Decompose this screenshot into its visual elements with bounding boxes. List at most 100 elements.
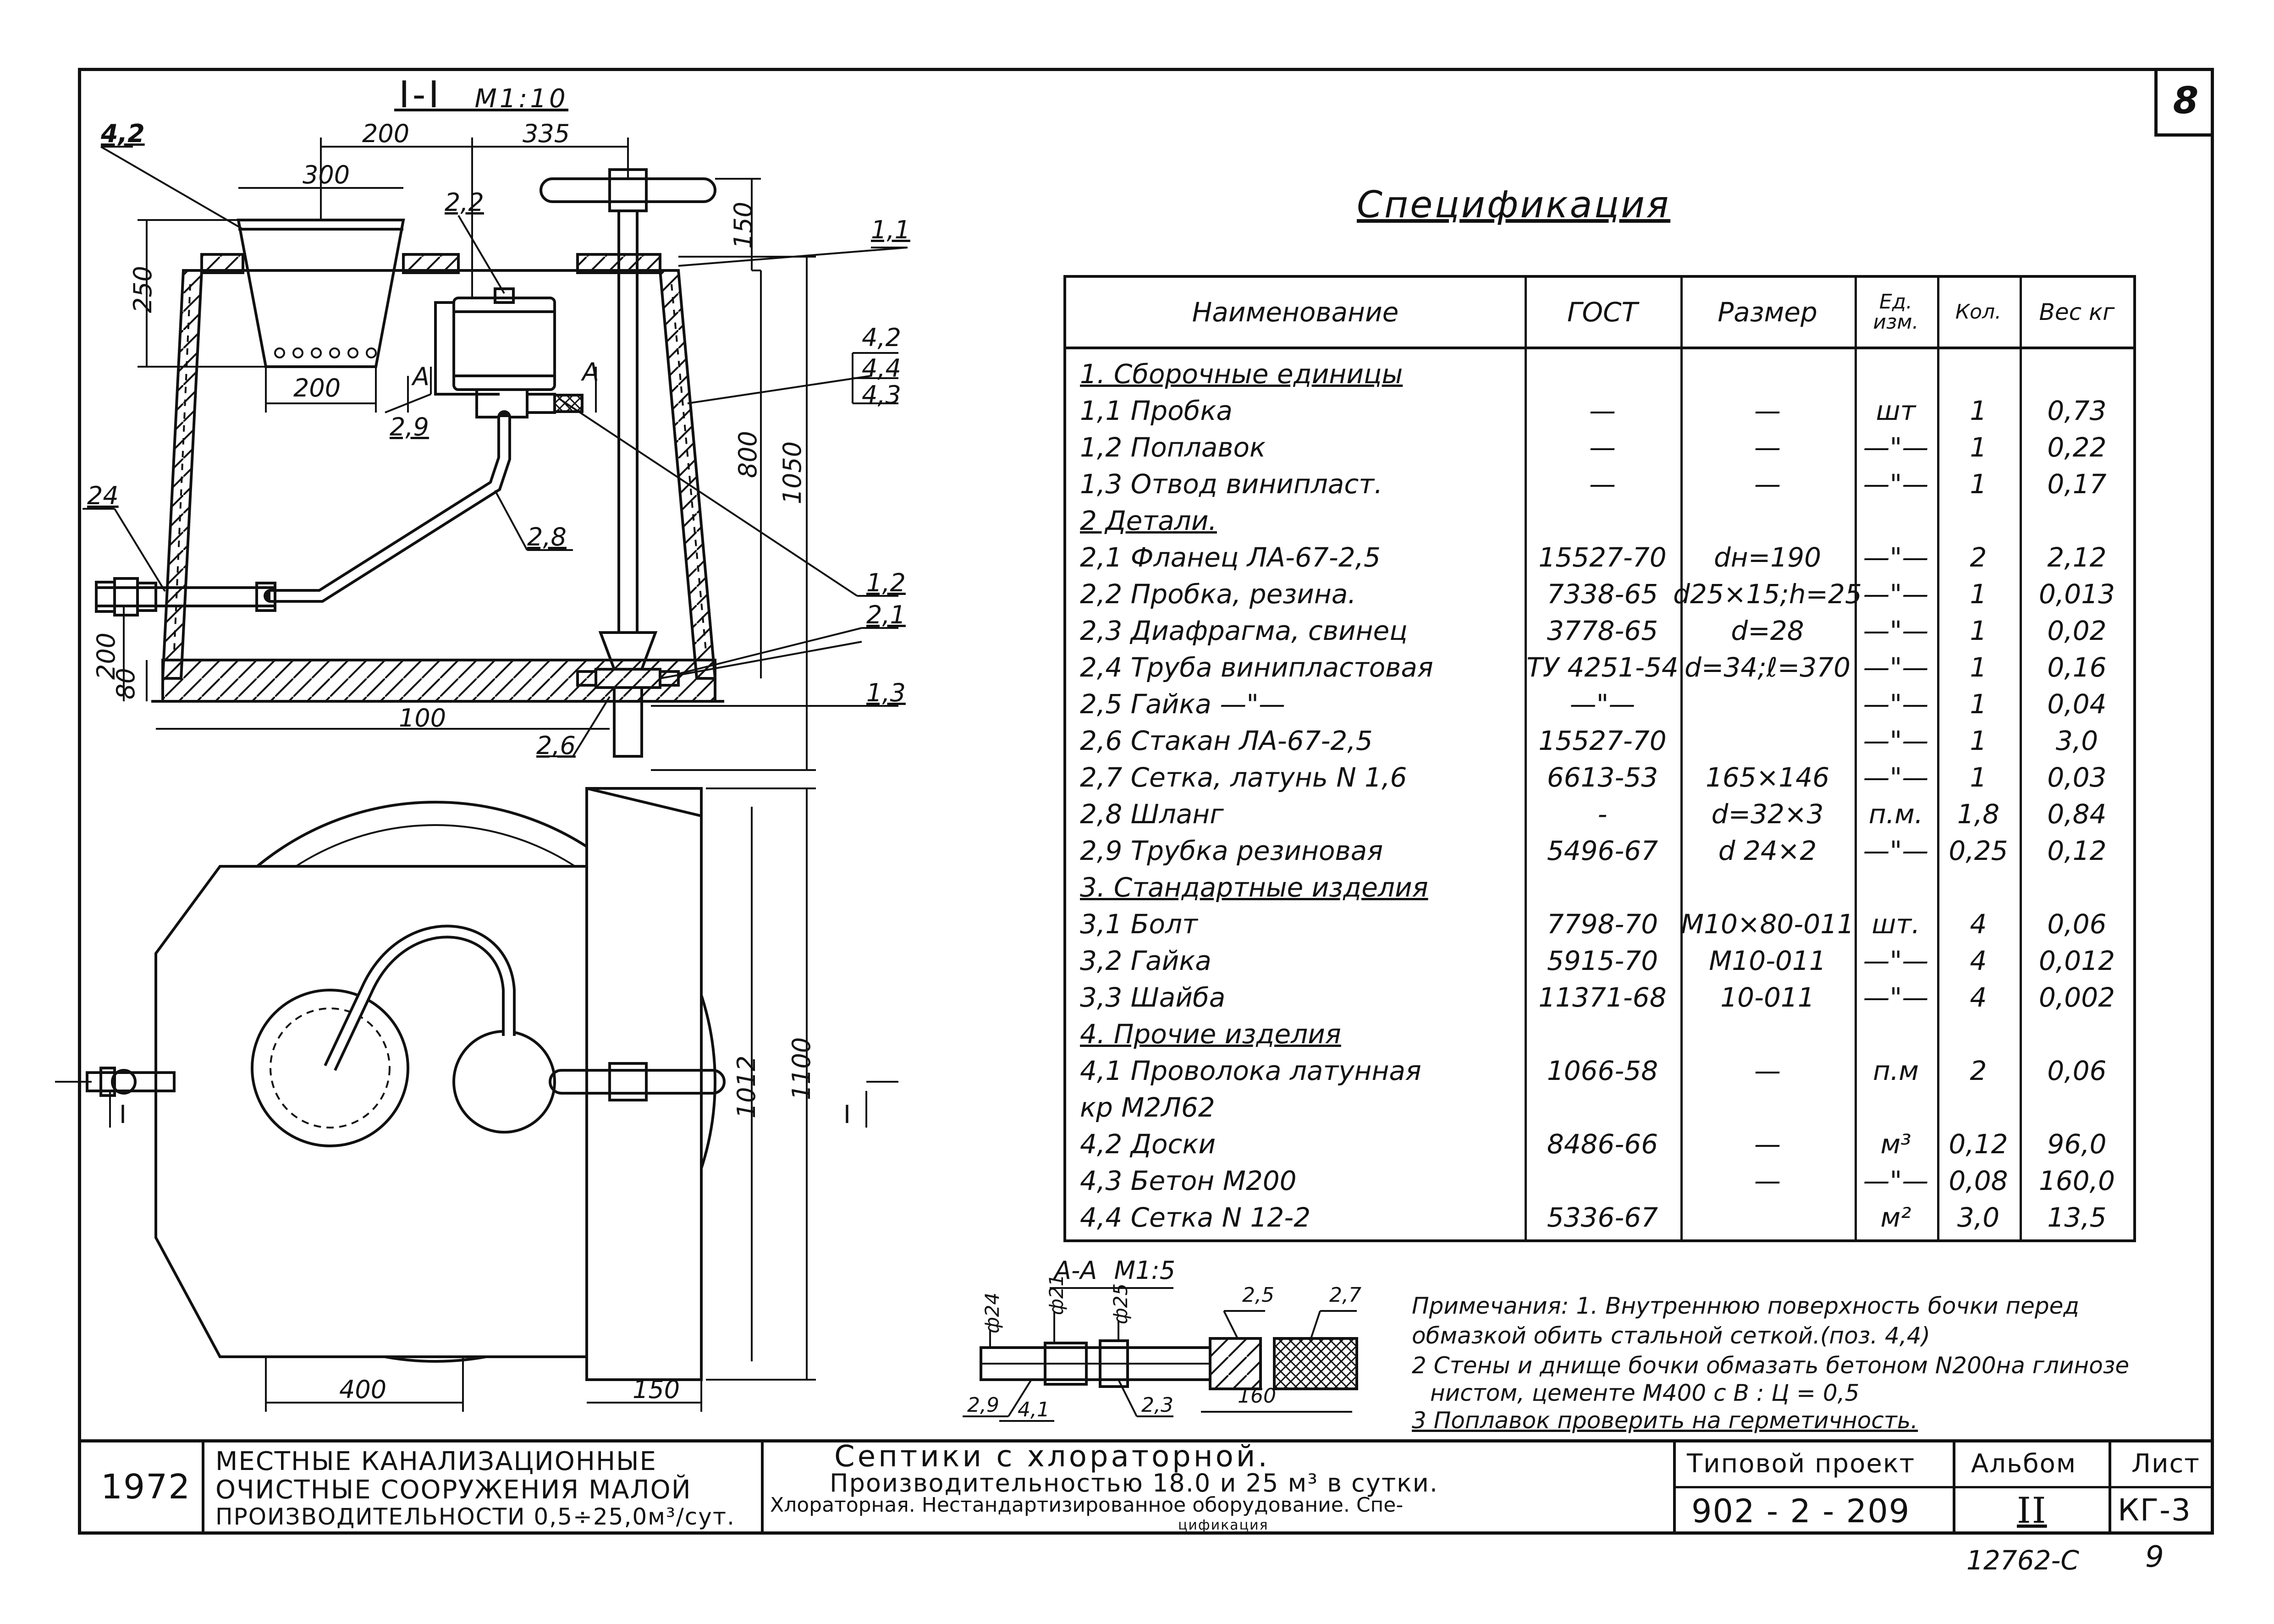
- tb-title-3: Хлораторная. Нестандартизированное обору…: [770, 1493, 1404, 1517]
- spec-cell-weight: 96,0: [2047, 1129, 2107, 1160]
- title-block: 1972 МЕСТНЫЕ КАНАЛИЗАЦИОННЫЕ ОЧИСТНЫЕ СО…: [78, 1439, 2214, 1535]
- spec-cell-gost: 5496-67: [1547, 835, 1658, 866]
- col-divider: [1855, 278, 1857, 1239]
- tb-org-1: МЕСТНЫЕ КАНАЛИЗАЦИОННЫЕ: [215, 1447, 657, 1476]
- spec-cell-size: —: [1754, 1129, 1781, 1160]
- spec-cell-name: 3,3 Шайба: [1080, 982, 1226, 1013]
- sheet-number: 8: [2154, 68, 2214, 137]
- spec-cell-qty: 1: [1970, 395, 1987, 426]
- dim-phi21: ф21: [1045, 1274, 1068, 1316]
- callout-4-4: 4,4: [862, 354, 901, 383]
- tb-project-label: Типовой проект: [1687, 1449, 1916, 1479]
- callout-4-2: 4,2: [862, 323, 901, 352]
- spec-row: кр М2Л62: [1066, 1089, 2133, 1126]
- callout-2-8: 2,8: [527, 523, 567, 551]
- tb-album-value: II: [2017, 1490, 2047, 1531]
- spec-cell-unit: —"—: [1863, 725, 1929, 756]
- spec-cell-qty: 1: [1970, 688, 1987, 720]
- funnel: [237, 219, 405, 368]
- spec-cell-name: кр М2Л62: [1080, 1092, 1215, 1123]
- spec-cell-size: d 24×2: [1718, 835, 1817, 866]
- spec-cell-weight: 160,0: [2038, 1165, 2115, 1196]
- spec-cell-size: —: [1754, 468, 1781, 500]
- hdr-qty: Кол.: [1955, 300, 2002, 324]
- spec-cell-weight: 0,84: [2047, 798, 2107, 830]
- spec-cell-name: 4,1 Проволока латунная: [1080, 1055, 1421, 1086]
- spec-cell-unit: [1855, 1089, 1937, 1126]
- spec-cell-name: 2,9 Трубка резиновая: [1080, 835, 1383, 866]
- col-divider: [2020, 278, 2022, 1239]
- spec-cell-size: [1680, 1199, 1855, 1236]
- dim-1050: 1050: [778, 441, 807, 505]
- spec-cell-unit: м³: [1880, 1129, 1911, 1160]
- dim-150-plan: 150: [633, 1375, 680, 1404]
- dim-250: 250: [128, 265, 158, 314]
- spec-cell-name: 3,2 Гайка: [1080, 945, 1211, 976]
- tb-org-2: ОЧИСТНЫЕ СООРУЖЕНИЯ МАЛОЙ: [215, 1475, 692, 1505]
- spec-cell-unit: м²: [1880, 1202, 1911, 1233]
- drawing-frame: [78, 68, 2214, 1535]
- spec-cell-size: dн=190: [1713, 542, 1822, 573]
- spec-cell-name: 2,4 Труба винипластовая: [1080, 652, 1433, 683]
- dim-800: 800: [733, 430, 763, 479]
- spec-cell-unit: —"—: [1863, 688, 1929, 720]
- spec-cell-gost: 8486-66: [1547, 1129, 1658, 1160]
- spec-section-row: 1. Сборочные единицы: [1066, 356, 2133, 392]
- spec-cell-name: 3,1 Болт: [1080, 908, 1198, 940]
- spec-cell-unit: —"—: [1863, 652, 1929, 683]
- spec-section-row: 4. Прочие изделия: [1066, 1016, 2133, 1052]
- dim-200-mid: 200: [293, 374, 341, 402]
- tb-title-2: Производительностью 18.0 и 25 м³ в сутки…: [830, 1469, 1439, 1497]
- spec-cell-weight: 3,0: [2055, 725, 2098, 756]
- spec-cell-gost: —: [1589, 432, 1616, 463]
- spec-cell-gost: 1066-58: [1547, 1055, 1658, 1086]
- spec-cell-gost: 6613-53: [1547, 762, 1658, 793]
- spec-cell-size: М10×80-011: [1681, 908, 1854, 940]
- spec-cell-weight: 0,06: [2047, 908, 2107, 940]
- spec-cell-name: 1,2 Поплавок: [1080, 432, 1266, 463]
- callout-4-2-top: 4,2: [101, 119, 145, 148]
- spec-cell-gost: [1525, 1089, 1680, 1126]
- spec-cell-weight: [2020, 1089, 2134, 1126]
- tb-divider: [202, 1442, 204, 1535]
- callout-1-3: 1,3: [866, 678, 906, 707]
- tb-divider: [761, 1442, 764, 1535]
- dim-160: 160: [1238, 1384, 1276, 1408]
- spec-cell-qty: 1: [1970, 725, 1987, 756]
- spec-cell-name: 2,7 Сетка, латунь N 1,6: [1080, 762, 1407, 793]
- spec-cell-name: 1. Сборочные единицы: [1080, 358, 1403, 390]
- spec-cell-unit: —"—: [1863, 578, 1929, 610]
- spec-cell-qty: 4: [1970, 945, 1987, 976]
- spec-cell-unit: —"—: [1863, 945, 1929, 976]
- spec-cell-weight: 0,03: [2047, 762, 2107, 793]
- callout-2-9: 2,9: [390, 413, 429, 441]
- spec-section-row: 3. Стандартные изделия: [1066, 869, 2133, 906]
- callout-2-2: 2,2: [445, 188, 484, 217]
- spec-cell-name: 2,6 Стакан ЛА-67-2,5: [1080, 725, 1373, 756]
- callout-a-left: А: [413, 362, 429, 391]
- note-line-2: обмазкой обить стальной сеткой.(поз. 4,4…: [1412, 1322, 1931, 1349]
- tb-sheet-value: КГ-3: [2118, 1492, 2191, 1528]
- spec-cell-gost: -: [1597, 798, 1608, 830]
- section-scale: М1:10: [474, 84, 568, 114]
- hdr-gost: ГОСТ: [1567, 297, 1638, 328]
- dim-1100: 1100: [787, 1037, 816, 1101]
- spec-cell-size: d=34;ℓ=370: [1684, 652, 1851, 683]
- spec-cell-name: 2 Детали.: [1080, 505, 1217, 536]
- footer-code: 12762-С: [1966, 1545, 2079, 1576]
- spec-cell-name: 4,4 Сетка N 12-2: [1080, 1202, 1311, 1233]
- dim-100: 100: [399, 704, 446, 732]
- spec-cell-unit: —"—: [1863, 615, 1929, 646]
- spec-cell-name: 2,2 Пробка, резина.: [1080, 578, 1356, 610]
- col-divider: [1525, 278, 1527, 1239]
- spec-cell-size: —: [1754, 1055, 1781, 1086]
- spec-cell-size: d25×15;h=25: [1673, 578, 1862, 610]
